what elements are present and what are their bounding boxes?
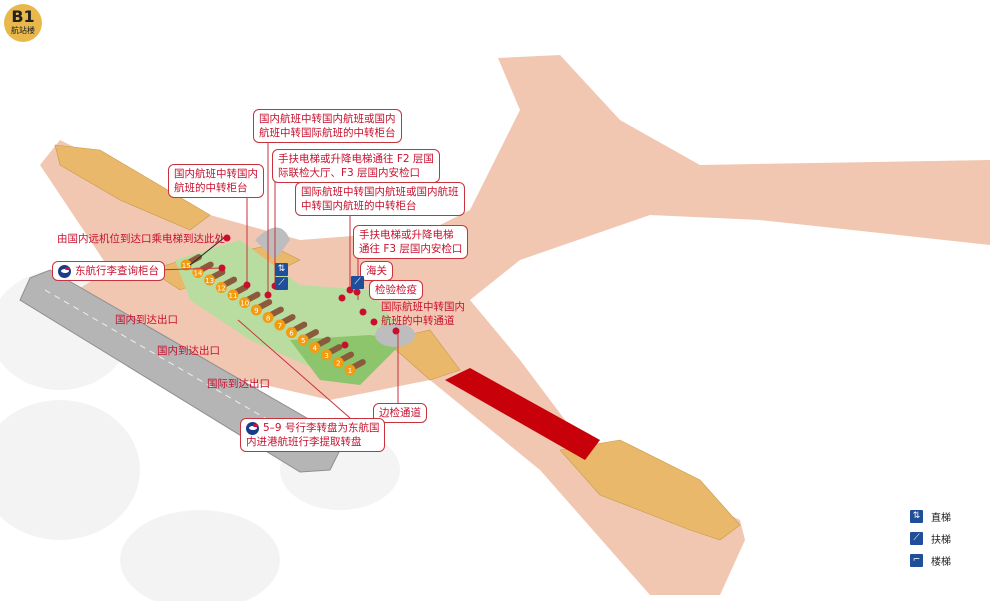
callout-customs: 海关 (360, 261, 393, 281)
carousel-number: 13 (205, 277, 214, 285)
legend-item-escalator: ⟋扶梯 (910, 527, 951, 549)
callout-baggage-inquiry: 东航行李查询柜台 (52, 261, 165, 281)
carousel-number: 1 (348, 367, 352, 375)
carousel-number: 2 (336, 360, 340, 368)
callout-transfer-dom-dom: 国内航班中转国内 航班的中转柜台 (168, 164, 264, 198)
legend: ⇅直梯 ⟋扶梯 ⌐楼梯 (910, 505, 951, 571)
callout-transfer-intl-dom: 国际航班中转国内航班或国内航班 中转国内航班的中转柜台 (295, 182, 465, 216)
callout-escalator-f3: 手扶电梯或升降电梯 通往 F3 层国内安检口 (353, 225, 469, 259)
transfer-plaza (375, 323, 415, 347)
label-intl-dom-passage: 国际航班中转国内 航班的中转通道 (381, 301, 465, 327)
baggage-carousel-13: 13 (204, 269, 226, 286)
callout-transfer-dom-dom-or-intl: 国内航班中转国内航班或国内 航班中转国际航班的中转柜台 (253, 109, 402, 143)
baggage-carousel-9: 9 (250, 299, 273, 316)
carousel-number: 7 (278, 322, 282, 330)
markers (218, 234, 400, 349)
carousel-number: 12 (217, 285, 226, 293)
baggage-carousel-4: 4 (309, 336, 331, 353)
arrival-area (255, 227, 290, 260)
floor-badge: B1 航站楼 (4, 4, 42, 42)
baggage-carousel-1: 1 (344, 359, 366, 376)
callout-escalator-f2-f3: 手扶电梯或升降电梯通往 F2 层国 际联检大厅、F3 层国内安检口 (272, 149, 440, 183)
legend-item-stairs: ⌐楼梯 (910, 549, 951, 571)
terminal-floor (40, 55, 990, 595)
baggage-carousel-3: 3 (321, 344, 343, 361)
baggage-carousel-12: 12 (215, 276, 238, 293)
escalator-icon: ⟋ (351, 276, 364, 289)
baggage-carousel-10: 10 (239, 291, 261, 308)
floor-label: B1 (11, 7, 35, 26)
label-remote-stand: 由国内远机位到达口乘电梯到达此处 (57, 233, 225, 245)
building-label: 航站楼 (11, 26, 35, 35)
baggage-carousel-5: 5 (297, 329, 319, 346)
exit-international: 国际到达出口 (207, 378, 270, 390)
exit-domestic-1: 国内到达出口 (115, 314, 178, 326)
callout-carousels-note: 5–9 号行李转盘为东航国 内进港航班行李提取转盘 (240, 418, 386, 452)
carousel-number: 10 (240, 300, 249, 308)
baggage-carousel-15: 15 (180, 254, 202, 271)
escalator-icon: ⟋ (910, 531, 923, 545)
callout-border-control: 边检通道 (373, 403, 427, 423)
baggage-carousel-7: 7 (274, 314, 296, 331)
escalator-icon: ⟋ (275, 277, 288, 290)
carousel-number: 5 (301, 337, 305, 345)
carousel-number: 14 (193, 270, 202, 278)
carousel-number: 4 (313, 345, 318, 353)
baggage-carousel-2: 2 (332, 351, 355, 368)
carousel-number: 15 (182, 262, 191, 270)
stairs-icon: ⌐ (910, 553, 923, 567)
callout-quarantine: 检验检疫 (369, 280, 423, 300)
legend-item-elevator: ⇅直梯 (910, 505, 951, 527)
china-eastern-logo-icon (246, 421, 259, 435)
carousel-number: 8 (266, 315, 270, 323)
baggage-carousel-8: 8 (262, 306, 284, 323)
carousel-number: 9 (254, 307, 258, 315)
elevator-icon: ⇅ (275, 263, 288, 276)
china-eastern-logo-icon (58, 264, 71, 278)
carousel-number: 6 (289, 330, 294, 338)
baggage-carousel-11: 11 (227, 284, 249, 301)
exit-domestic-2: 国内到达出口 (157, 345, 220, 357)
baggage-carousel-6: 6 (286, 321, 308, 338)
carousel-number: 11 (229, 292, 238, 300)
red-corridor (445, 368, 600, 460)
carousel-number: 3 (324, 352, 328, 360)
elevator-icon: ⇅ (910, 509, 923, 523)
